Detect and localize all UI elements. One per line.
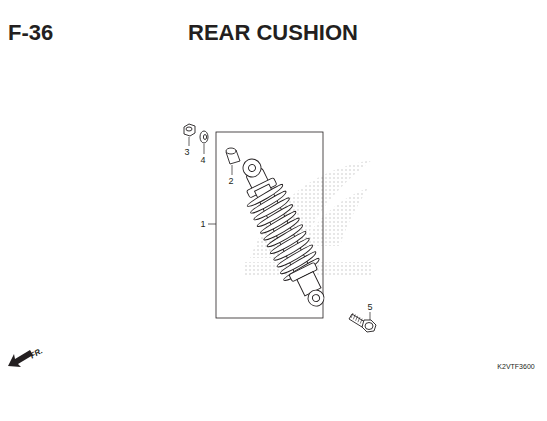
front-indicator: FR.: [29, 347, 44, 360]
callout-number: 4: [200, 156, 205, 165]
rear-shock: [229, 151, 337, 314]
callout-number: 2: [228, 177, 233, 186]
page-title: REAR CUSHION: [188, 22, 358, 44]
washer: [200, 131, 208, 143]
callout-number: 1: [200, 220, 205, 229]
callout-number: 3: [184, 148, 189, 157]
bolt: [349, 313, 376, 332]
callout-number: 5: [367, 303, 372, 312]
nut: [184, 124, 195, 136]
group-frame: [216, 132, 323, 318]
drawing-code: K2VTF3600: [497, 363, 534, 370]
bushing: [226, 148, 240, 164]
watermark-wing: [245, 160, 372, 276]
leader-lines: [189, 137, 370, 320]
figure-number: F-36: [8, 22, 53, 44]
